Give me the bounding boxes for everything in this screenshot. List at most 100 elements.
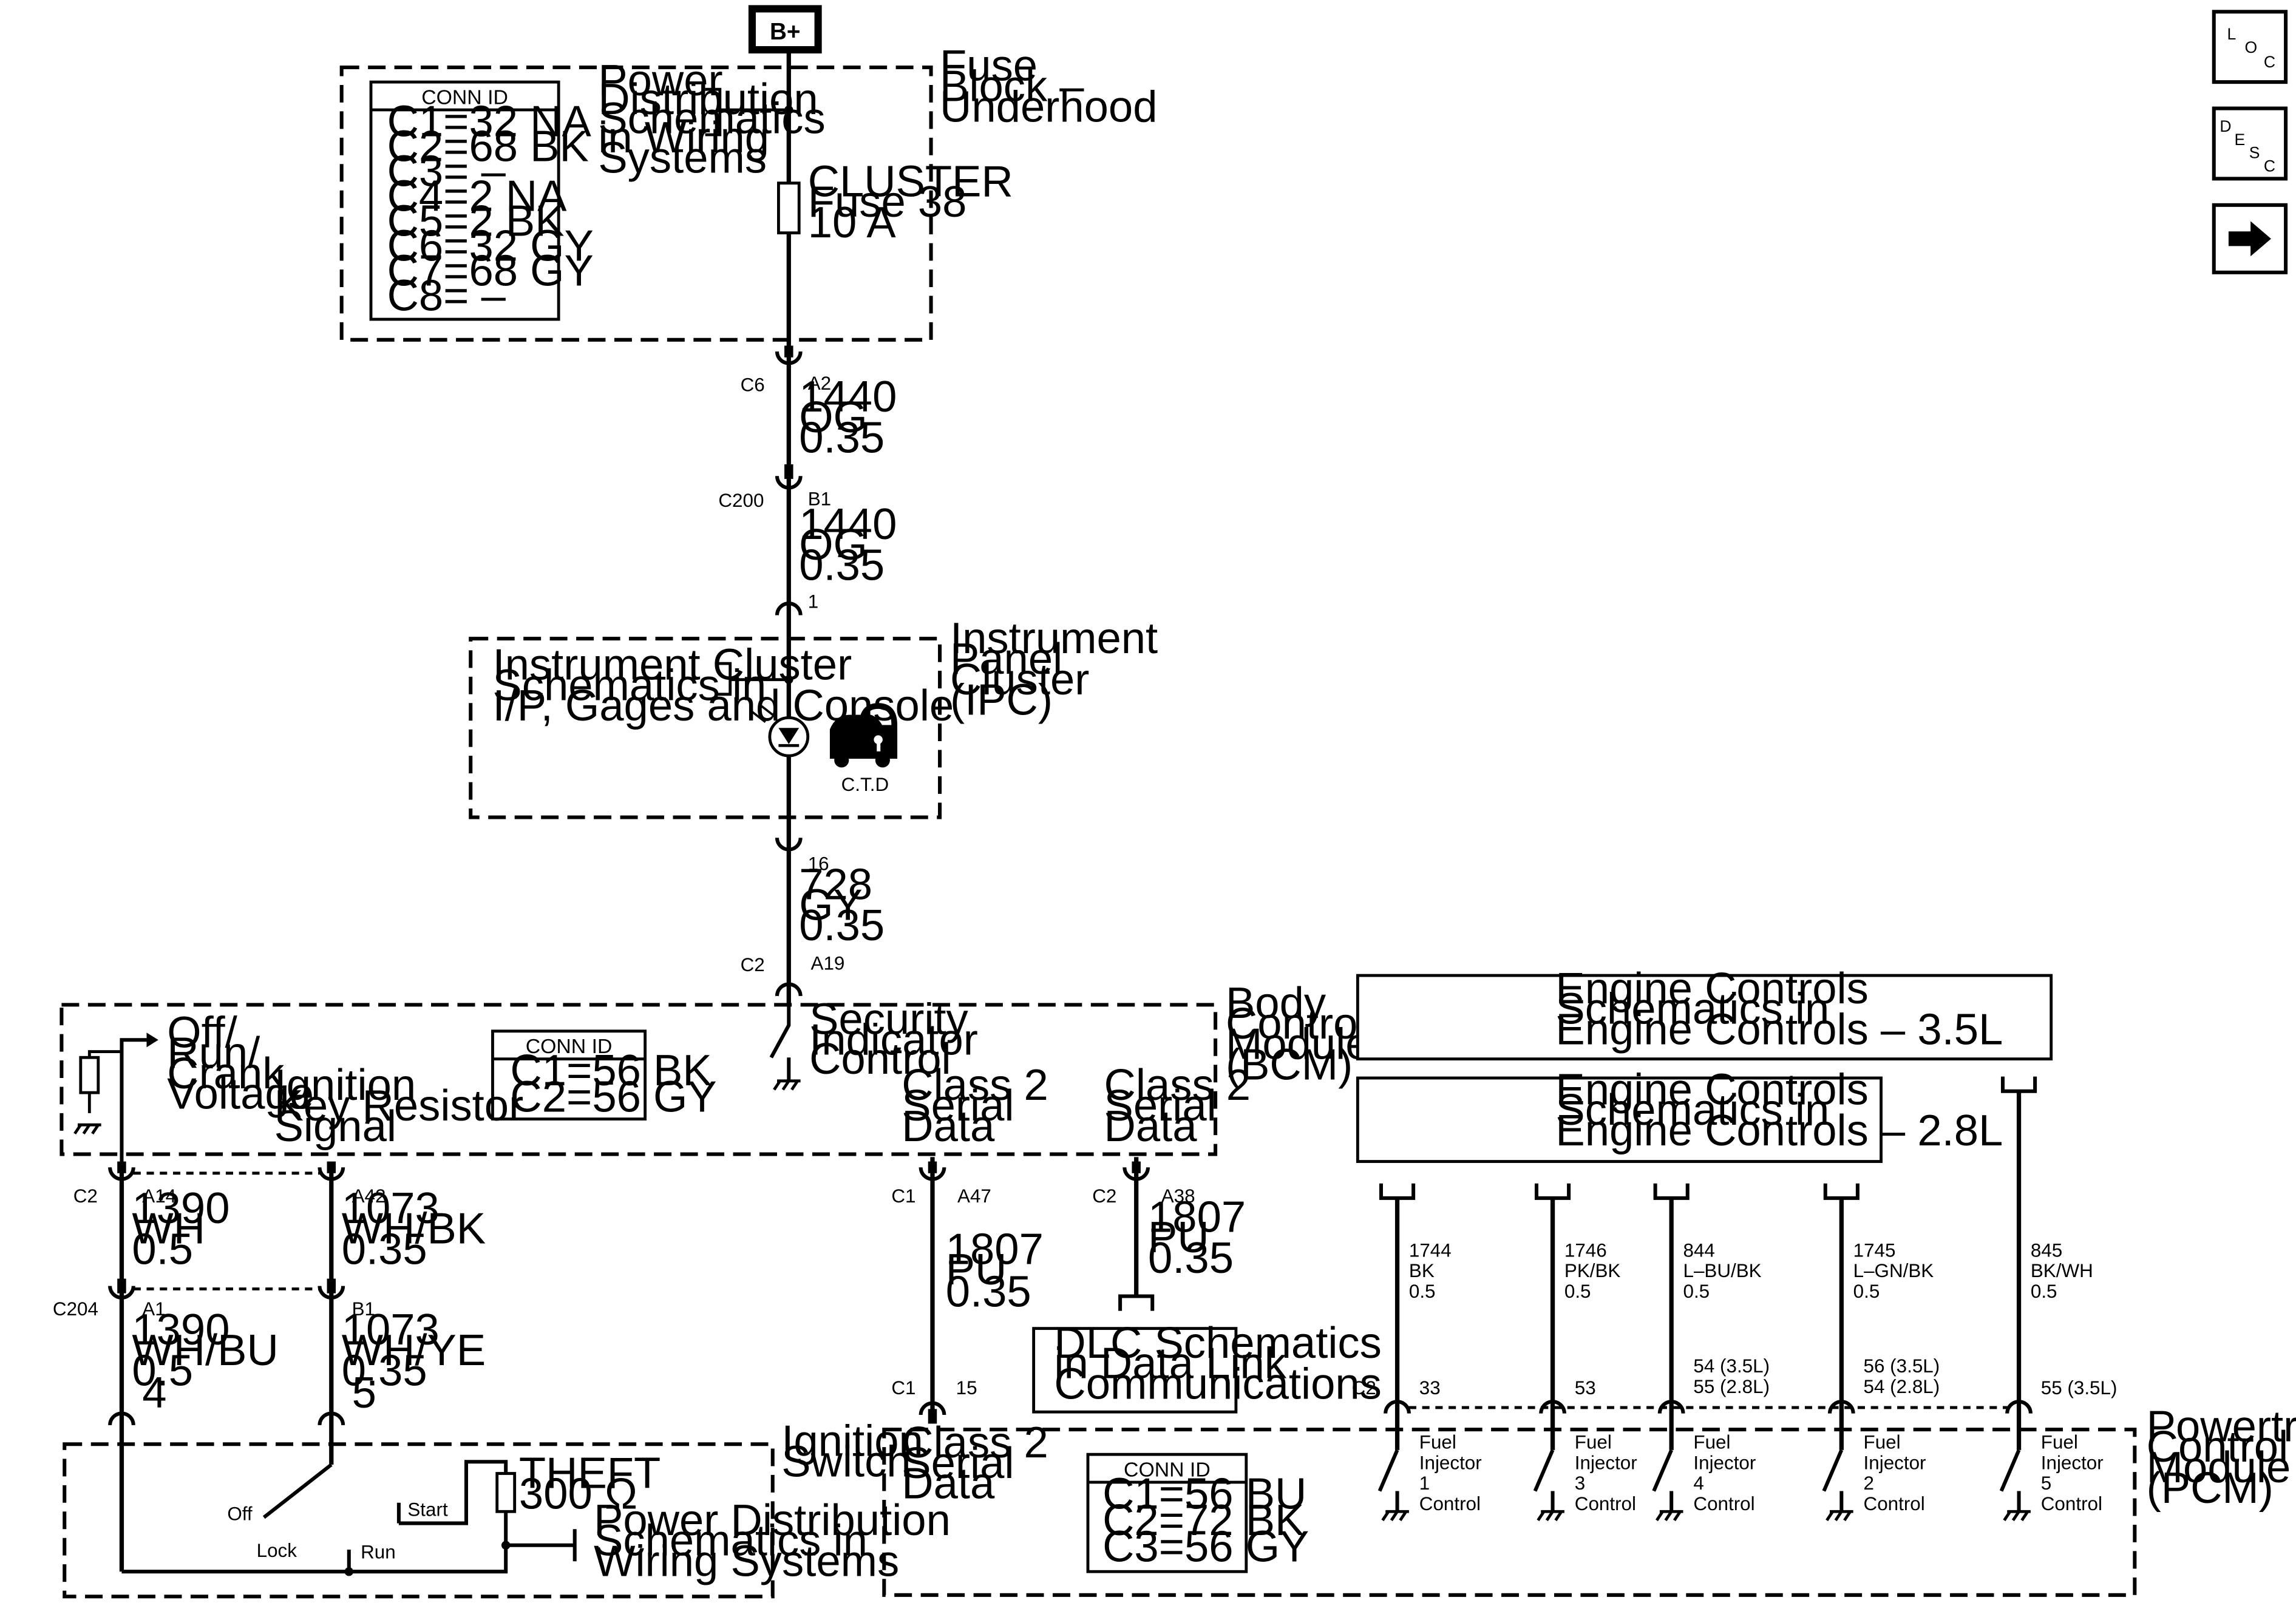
svg-text:Engine Controls: Engine Controls (1555, 1065, 1868, 1114)
svg-text:728: 728 (799, 860, 872, 909)
loc-button[interactable]: L O C (2212, 10, 2288, 84)
svg-text:Engine Controls – 2.8L: Engine Controls – 2.8L (1555, 1106, 2003, 1155)
svg-text:Ignition: Ignition (274, 1060, 416, 1110)
car-lock-icon (829, 703, 898, 768)
circuit-label: 1746 (1564, 1239, 1607, 1261)
circuit-label: 0.5 (1409, 1281, 1436, 1302)
svg-text:C2=72 BK: C2=72 BK (1102, 1496, 1304, 1545)
connector-c2-a42 (318, 1161, 345, 1181)
svg-text:0.35: 0.35 (1148, 1233, 1234, 1283)
pcm-title: Powertrain Control Module (PCM) (2147, 1402, 2296, 1512)
wire-1807-a-label: 1807 PU 0.35 (946, 1224, 1044, 1316)
injector-driver-switch (1652, 1449, 1674, 1512)
engine-controls-35-ref: Engine Controls Schematics in Engine Con… (1555, 964, 2003, 1054)
a1-pin: A1 (142, 1298, 165, 1320)
circuit-label: 1744 (1409, 1239, 1452, 1261)
pcm-pin-connector (1657, 1400, 1685, 1414)
circuit-label: 1745 (1853, 1239, 1896, 1261)
injector-label: 4 (1693, 1473, 1703, 1494)
lock-position: Lock (257, 1540, 297, 1561)
svg-text:Instrument: Instrument (950, 614, 1158, 663)
engine-controls-28-ref-box[interactable] (1356, 1076, 1883, 1163)
injector-label: 3 (1575, 1473, 1585, 1494)
svg-text:Switch: Switch (781, 1437, 911, 1486)
a47-pin: A47 (957, 1185, 991, 1207)
injector-label: Control (1419, 1493, 1481, 1514)
security-indicator-led-icon (751, 703, 810, 758)
power-distribution-ref-bottom: Power Distribution Schematics in Wiring … (594, 1496, 951, 1586)
engine-controls-28-ref: Engine Controls Schematics in Engine Con… (1555, 1065, 2003, 1155)
svg-text:Panel: Panel (950, 634, 1062, 683)
svg-text:OG: OG (799, 393, 868, 442)
security-indicator-switch (769, 1005, 791, 1081)
injector-label: Fuel (1693, 1432, 1730, 1453)
circuit-label: 844 (1683, 1239, 1715, 1261)
injector-label: 1 (1419, 1473, 1430, 1494)
svg-text:0.35: 0.35 (342, 1346, 427, 1395)
svg-text:Powertrain: Powertrain (2147, 1402, 2296, 1451)
svg-text:1807: 1807 (1148, 1192, 1246, 1241)
wire-728: 728 GY 0.35 (799, 860, 885, 951)
a19-pin: A19 (811, 952, 845, 974)
svg-text:Off/: Off/ (167, 1008, 237, 1057)
a38-pin: A38 (1161, 1185, 1195, 1207)
engine-controls-35-ref-box[interactable] (1356, 974, 2053, 1061)
svg-text:Signal: Signal (274, 1102, 396, 1151)
svg-text:Control: Control (809, 1034, 951, 1083)
wire-1807-b-label: 1807 PU 0.35 (1148, 1192, 1246, 1283)
fuse-block-title: Fuse Block – Underhood (940, 41, 1157, 132)
ipc-pin-16-connector (775, 838, 803, 852)
svg-text:C5=2 BK: C5=2 BK (387, 197, 565, 246)
svg-text:Body: Body (1226, 978, 1326, 1028)
fuel-injector-circuits: C21744BK0.533FuelInjector1Control1746PK/… (1352, 1076, 2117, 1522)
a42-pin: A42 (352, 1185, 386, 1207)
circuit-label: BK (1409, 1260, 1435, 1281)
a14-pin: A14 (142, 1185, 176, 1207)
connector-c2-a38 (1123, 1161, 1150, 1181)
svg-text:0.35: 0.35 (799, 901, 885, 950)
fuse-conn-id-table (369, 80, 560, 321)
bcm-title: Body Control Module (BCM) (1226, 978, 1370, 1089)
dlc-schematics-ref-box[interactable] (1032, 1327, 1238, 1414)
next-page-button[interactable] (2212, 203, 2288, 274)
svg-text:1440: 1440 (799, 372, 897, 421)
pcm-pin-connector (1384, 1400, 1411, 1414)
svg-text:WH/BU: WH/BU (132, 1326, 278, 1375)
wire-1073-upper-label: 1073 WH/BK 0.35 (342, 1184, 486, 1274)
svg-text:WH: WH (132, 1204, 205, 1253)
svg-text:Schematics in: Schematics in (594, 1516, 868, 1565)
injector-label: Fuel (2041, 1432, 2078, 1453)
injector-label: Fuel (1864, 1432, 1901, 1453)
svg-text:1390: 1390 (132, 1184, 229, 1233)
svg-text:Class 2: Class 2 (902, 1418, 1048, 1467)
ignition-key-resistor-label: Ignition Key Resistor Signal (274, 1060, 524, 1151)
svg-text:Engine Controls: Engine Controls (1555, 964, 1868, 1013)
svg-text:1807: 1807 (946, 1224, 1044, 1273)
desc-letter-d: D (2220, 117, 2231, 135)
svg-text:DLC Schematics: DLC Schematics (1054, 1318, 1381, 1368)
pin-label: 33 (1419, 1377, 1441, 1398)
bcm-conn-id-title: CONN ID (526, 1035, 613, 1058)
c2-serial-label: C2 (1092, 1185, 1116, 1207)
svg-text:C7=68 GY: C7=68 GY (387, 246, 594, 296)
bcm-boundary (59, 1003, 1218, 1156)
svg-text:300 Ω: 300 Ω (519, 1469, 637, 1518)
svg-text:Engine Controls – 3.5L: Engine Controls – 3.5L (1555, 1005, 2003, 1054)
ipc-title: Instrument Panel Cluster (IPC) (950, 614, 1158, 724)
svg-text:1440: 1440 (799, 500, 897, 549)
class2-serial-data-label-a: Class 2 Serial Data (902, 1060, 1048, 1151)
pin-label: 56 (3.5L) (1864, 1355, 1940, 1377)
loc-letter-l: L (2227, 25, 2236, 43)
svg-text:Wiring Systems: Wiring Systems (594, 1536, 899, 1585)
c200-label: C200 (718, 490, 764, 511)
svg-text:Systems: Systems (598, 134, 767, 183)
svg-text:WH/BK: WH/BK (342, 1204, 486, 1253)
svg-text:1390: 1390 (132, 1305, 229, 1354)
svg-text:C2=68 BK: C2=68 BK (387, 121, 589, 171)
desc-button[interactable]: D E S C (2212, 106, 2288, 181)
circuit-label: 0.5 (1564, 1281, 1591, 1302)
desc-letter-e: E (2235, 131, 2246, 149)
theft-resistor-label: THEFT 300 Ω (519, 1449, 661, 1519)
